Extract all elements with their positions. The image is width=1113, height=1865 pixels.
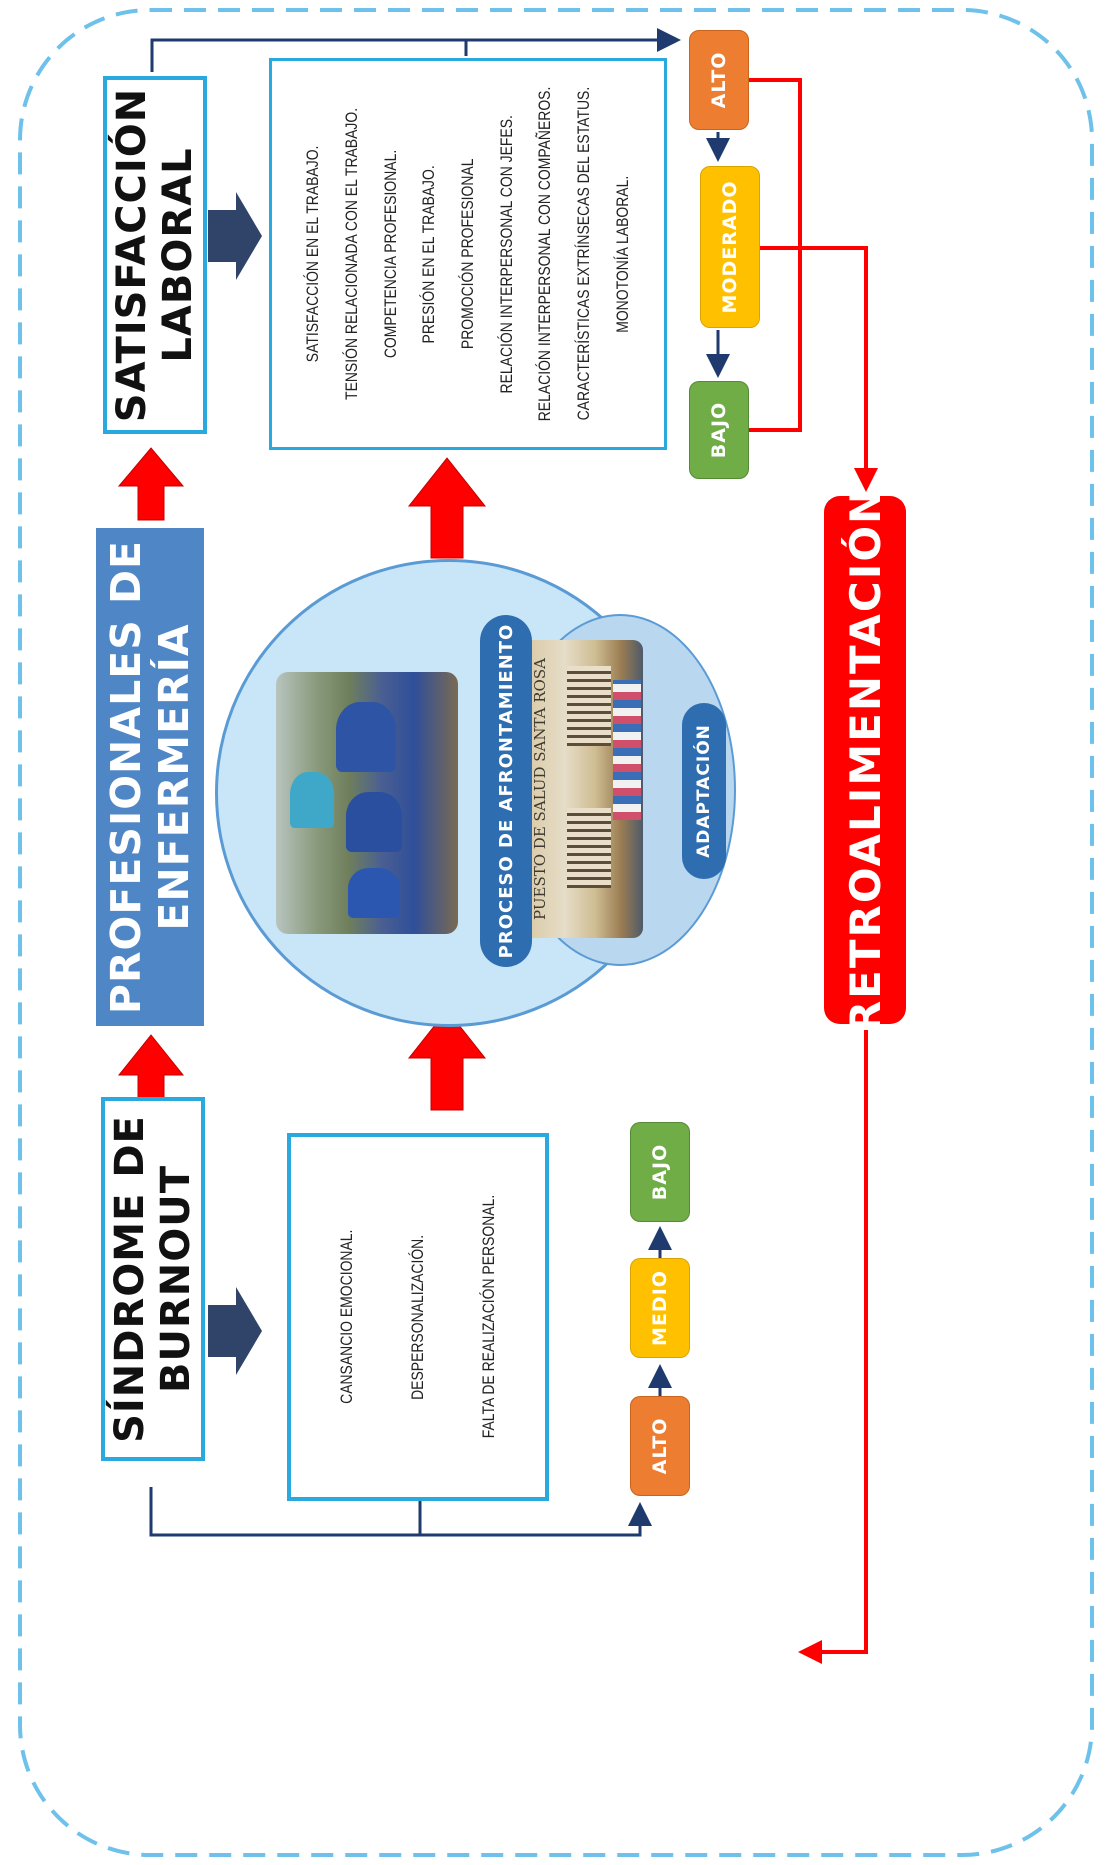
arrow-burnout-to-dimensions [208,1287,262,1375]
photo-people [613,680,641,820]
building-window [567,666,611,746]
coping-process-text: PROCESO DE AFRONTAMIENTO [495,623,517,959]
arrow-dimensions-to-coping [407,1009,487,1111]
arrow-satisfaction-to-factors [208,192,262,280]
connector-satisfaction-to-levels [150,28,681,72]
factor-item: PRESIÓN EN EL TRABAJO. [419,164,439,344]
dimension-item: DESPERSONALIZACIÓN. [407,1234,427,1400]
building-window [567,808,611,888]
dashed-outer-border [18,8,1094,1857]
professionals-title-line2: ENFERMERÍA [150,623,198,931]
satisfaction-factors-box: SATISFACCIÓN EN EL TRABAJO. TENSIÓN RELA… [269,58,667,450]
factor-item: PROMOCIÓN PROFESIONAL [457,158,477,350]
factor-item: RELACIÓN INTERPERSONAL CON JEFES. [496,114,516,394]
feedback-text: RETROALIMENTACIÓN [840,486,890,1034]
health-post-sign-text: PUESTO DE SALUD SANTA ROSA [531,658,550,920]
professionals-box: PROFESIONALES DE ENFERMERÍA [96,528,204,1026]
satisfaction-level-moderate-label: MODERADO [719,180,741,314]
satisfaction-level-high: ALTO [689,30,749,130]
satisfaction-title-box: SATISFACCIÓN LABORAL [103,76,207,434]
group-photo [276,672,458,934]
satisfaction-level-moderate: MODERADO [700,166,760,328]
photo-figure [348,868,400,918]
factor-item: SATISFACCIÓN EN EL TRABAJO. [303,145,323,363]
connector-feedback-return [798,1030,868,1664]
burnout-level-medium: MEDIO [630,1258,690,1358]
adaptation-label: ADAPTACIÓN [682,703,726,879]
factor-item: RELACIÓN INTERPERSONAL CON COMPAÑEROS. [535,86,555,422]
dimension-item: FALTA DE REALIZACIÓN PERSONAL. [479,1195,499,1439]
photo-figure [336,702,396,772]
satisfaction-title-line1: SATISFACCIÓN [109,87,155,423]
adaptation-text: ADAPTACIÓN [694,724,714,858]
dimension-item: CANSANCIO EMOCIONAL. [336,1229,356,1405]
satisfaction-level-high-label: ALTO [708,51,730,109]
health-post-photo: PUESTO DE SALUD SANTA ROSA [523,640,643,938]
photo-figure [290,772,334,828]
connector-levels-to-feedback [748,246,878,492]
photo-figure [346,792,402,852]
burnout-level-high: ALTO [630,1396,690,1496]
arrow-professionals-to-satisfaction [117,447,185,521]
burnout-dimensions-box: CANSANCIO EMOCIONAL. DESPERSONALIZACIÓN.… [287,1133,549,1501]
burnout-level-low-label: BAJO [649,1143,671,1201]
burnout-level-medium-label: MEDIO [649,1270,671,1346]
feedback-box: RETROALIMENTACIÓN [824,487,906,1033]
factor-item: TENSIÓN RELACIONADA CON EL TRABAJO. [341,107,361,401]
factor-item: CARACTERÍSTICAS EXTRÍNSECAS DEL ESTATUS. [573,87,593,421]
satisfaction-title-line2: LABORAL [155,147,201,363]
satisfaction-level-low: BAJO [689,381,749,479]
satisfaction-level-low-label: BAJO [708,401,730,459]
burnout-title-line1: SÍNDROME DE [107,1115,153,1443]
burnout-level-high-label: ALTO [649,1417,671,1475]
burnout-title-line2: BURNOUT [153,1165,199,1394]
factor-item: MONOTONÍA LABORAL. [612,175,632,333]
connector-burnout-to-levels [149,1487,652,1537]
factor-item: COMPETENCIA PROFESIONAL. [380,149,400,359]
connector-levels-bracket [748,78,802,432]
burnout-level-low: BAJO [630,1122,690,1222]
burnout-title-box: SÍNDROME DE BURNOUT [101,1097,205,1461]
arrow-coping-to-factors [407,457,487,559]
coping-process-label: PROCESO DE AFRONTAMIENTO [480,615,532,967]
professionals-title-line1: PROFESIONALES DE [102,539,150,1015]
